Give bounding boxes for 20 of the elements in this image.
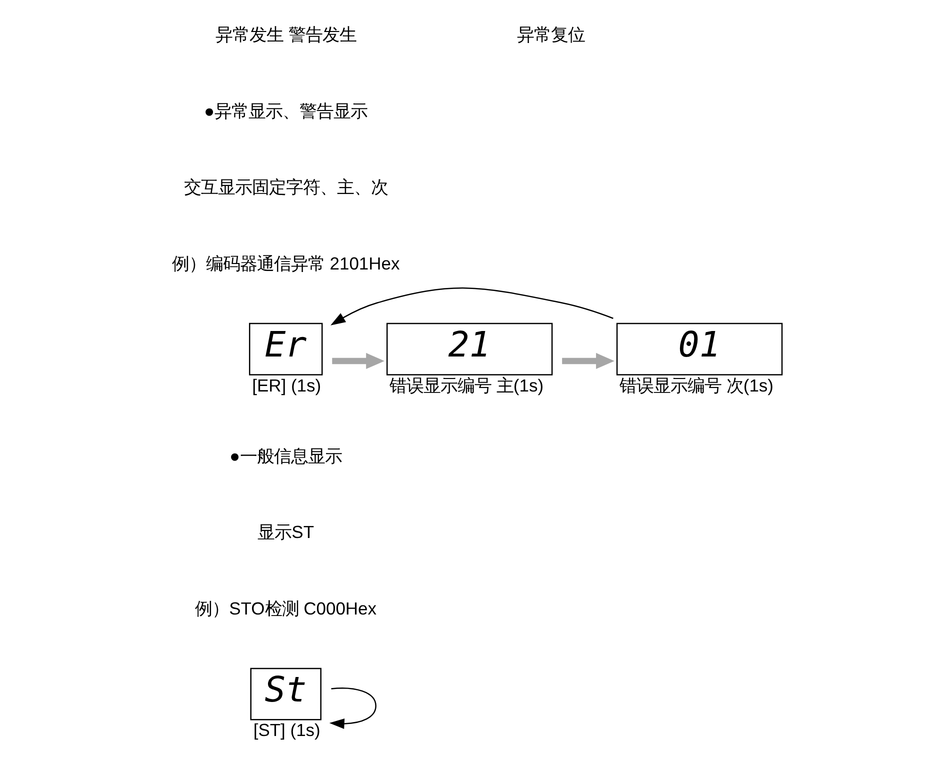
label: 异常发生 警告发生 <box>215 24 356 45</box>
node-box: St <box>250 668 322 720</box>
node-label: [ST] (1s) <box>253 720 320 740</box>
arrow <box>332 352 384 370</box>
node-label: 错误显示编号 次(1s) <box>620 375 774 396</box>
node-box: 21 <box>386 322 553 376</box>
label: ●一般信息显示 <box>230 446 342 466</box>
node-label: [ER] (1s) <box>252 375 322 396</box>
label: 异常复位 <box>516 24 585 45</box>
label: ●异常显示、警告显示 <box>204 100 368 121</box>
arrow <box>329 688 376 729</box>
node-box: 01 <box>616 322 783 376</box>
node-box: Er <box>248 322 323 376</box>
label: 显示ST <box>258 522 314 542</box>
arrow <box>330 288 614 326</box>
node-label: 错误显示编号 主(1s) <box>390 375 544 396</box>
arrow <box>562 352 614 370</box>
label: 交互显示固定字符、主、次 <box>184 177 388 198</box>
label: 例）编码器通信异常 2101Hex <box>172 253 400 274</box>
label: 例）STO检测 C000Hex <box>195 598 377 618</box>
